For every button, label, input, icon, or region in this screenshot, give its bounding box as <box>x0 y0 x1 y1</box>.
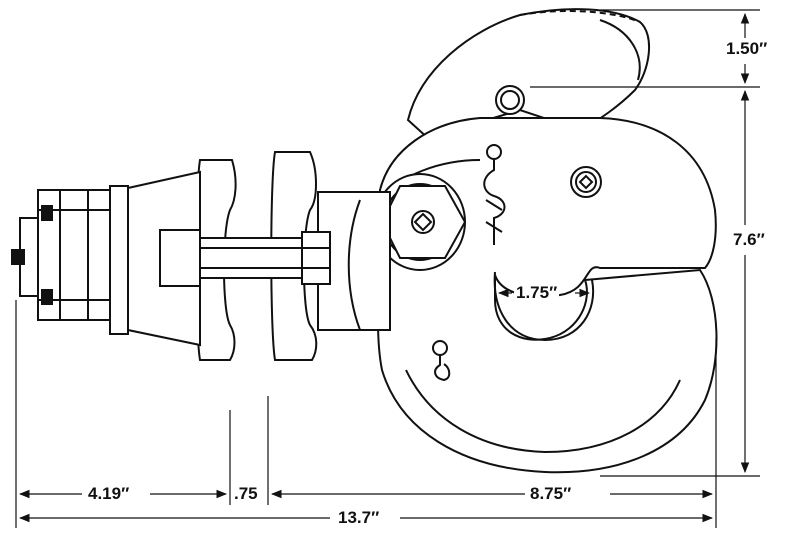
end-plate <box>109 185 129 335</box>
large-hex-nut <box>380 185 467 259</box>
bushing-block <box>127 170 201 347</box>
flange-nut <box>301 231 331 285</box>
dim-label-flange-gap: .75 <box>232 484 260 503</box>
dim-label-throat-opening: 1.75″ <box>514 283 560 302</box>
dim-overall-height <box>600 89 760 477</box>
dim-label-hook-height-top: 1.50″ <box>724 39 770 58</box>
dim-label-overall-length: 13.7″ <box>336 508 382 527</box>
hex-socket-screw <box>570 166 602 198</box>
cotter-pin-chain <box>483 144 506 245</box>
castle-nut <box>37 189 111 321</box>
dim-label-hook-length: 8.75″ <box>528 484 574 503</box>
hook-latch-lid <box>406 8 651 142</box>
lower-cotter-pin <box>432 340 451 382</box>
shaft-end <box>11 217 39 297</box>
dim-hook-height-top <box>530 9 760 88</box>
dim-extension-lines <box>15 300 717 528</box>
pivot-bolt <box>495 85 525 115</box>
dim-label-shank-length: 4.19″ <box>86 484 132 503</box>
dim-label-overall-height: 7.6″ <box>731 230 767 249</box>
